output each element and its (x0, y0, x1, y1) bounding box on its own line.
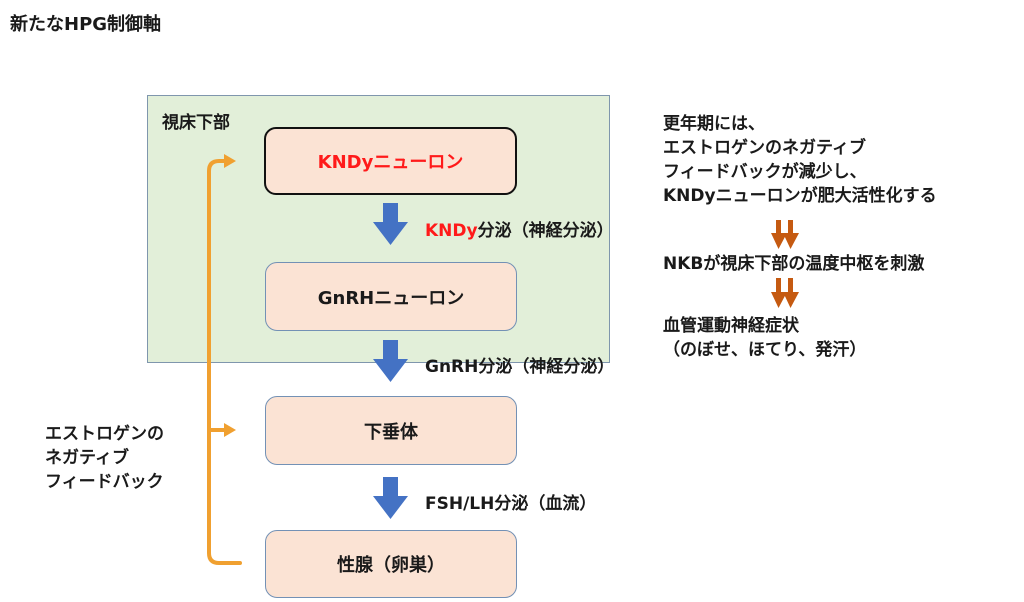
pituitary-box: 下垂体 (265, 396, 517, 465)
menopause-note-line: KNDyニューロンが肥大活性化する (663, 186, 937, 206)
feedback-label-line: エストロゲンの (45, 424, 164, 444)
page-title: 新たなHPG制御軸 (10, 14, 162, 35)
down-arrow-gnrh-to-pituitary (373, 340, 408, 382)
symptom-note: 血管運動神経症状 （のぼせ、ほてり、発汗） (663, 314, 866, 362)
feedback-label-line: ネガティブ (45, 448, 129, 468)
kndy-secretion-prefix: KNDy (425, 221, 478, 241)
feedback-label: エストロゲンの ネガティブ フィードバック (45, 422, 164, 494)
down-arrow-pituitary-to-gonad (373, 477, 408, 519)
menopause-note-line: 更年期には、 (663, 114, 765, 134)
gonad-box: 性腺（卵巣） (265, 530, 517, 598)
kndy-secretion-suffix: 分泌（神経分泌） (477, 221, 614, 241)
feedback-arrow (207, 159, 242, 565)
kndy-neuron-box: KNDyニューロン (264, 127, 517, 195)
symptom-note-line: （のぼせ、ほてり、発汗） (663, 340, 867, 360)
kndy-secretion-label: KNDy分泌（神経分泌） (425, 216, 614, 241)
down-arrow-kndy-to-gnrh (373, 203, 408, 245)
menopause-note-line: エストロゲンのネガティブ (663, 138, 866, 158)
menopause-note: 更年期には、 エストロゲンのネガティブ フィードバックが減少し、 KNDyニュー… (663, 112, 937, 208)
effect-arrow-2 (771, 278, 799, 308)
hypothalamus-label: 視床下部 (162, 113, 230, 133)
feedback-label-line: フィードバック (45, 472, 164, 492)
symptom-note-line: 血管運動神経症状 (663, 316, 799, 336)
gnrh-neuron-box: GnRHニューロン (265, 262, 517, 331)
gnrh-secretion-label: GnRH分泌（神経分泌） (425, 357, 615, 377)
nkb-note: NKBが視床下部の温度中枢を刺激 (663, 254, 925, 274)
effect-arrow-1 (771, 220, 799, 249)
fsh-lh-secretion-label: FSH/LH分泌（血流） (425, 494, 597, 514)
feedback-arrow-heads (224, 154, 236, 437)
menopause-note-line: フィードバックが減少し、 (663, 162, 867, 182)
